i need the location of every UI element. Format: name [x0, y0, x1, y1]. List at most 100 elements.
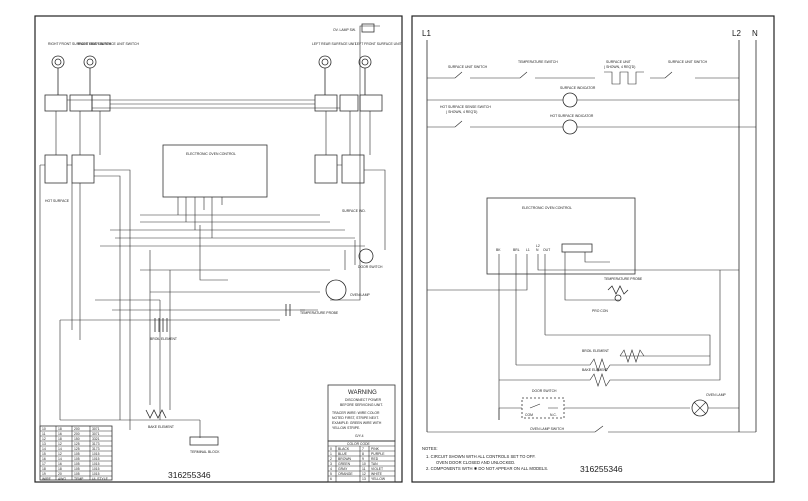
note-1: 1. CIRCUIT SHOWN WITH ALL CONTROLS SET T…: [426, 454, 536, 459]
wire-table-cell: 12: [58, 452, 62, 456]
su-rear2-label: ( SHOWN, 4 REQ'D): [604, 65, 635, 69]
note-2: 2. COMPONENTS WITH ✱ DO NOT APPEAR ON AL…: [426, 466, 548, 471]
wire-table-cell: 105: [74, 457, 80, 461]
eoc-wiring: [427, 252, 739, 420]
color-code-cell: WHITE: [371, 472, 383, 476]
left-probe-symbol: [285, 304, 291, 316]
wire-table-cell: 16: [42, 457, 46, 461]
su-rear-label: SURFACE UNIT: [606, 60, 631, 64]
label-rr-switch: RIGHT REAR SURFACE UNIT SWITCH: [78, 42, 139, 46]
wire-table-cell: 12: [42, 437, 46, 441]
broil-label: BROIL ELEMENT: [582, 349, 609, 353]
notes-title: NOTES:: [422, 446, 438, 451]
label-rf-switch: RIGHT FRONT SURFACE UNIT SWITCH: [48, 42, 112, 46]
left-eoc-label: ELECTRONIC OVEN CONTROL: [186, 152, 236, 156]
left-temp-probe-label: TEMPERATURE PROBE: [300, 311, 339, 315]
wire-table-cell: 18: [58, 467, 62, 471]
color-code-cell: 9: [362, 457, 364, 461]
wire-table-cell: 18: [42, 467, 46, 471]
left-oven-lamp-symbol: [358, 248, 374, 264]
color-code-cell: 6: [330, 477, 332, 481]
label-hot-surface: HOT SURFACE: [45, 199, 70, 203]
wire-table-cell: 3173: [92, 442, 100, 446]
wire-table-cell: 11: [42, 432, 46, 436]
wire-table-cell: 10: [42, 427, 46, 431]
color-code-cell: GREEN: [338, 462, 351, 466]
warning-note3: EXAMPLE: GREEN WIRE WITH: [332, 421, 382, 425]
left-frame: [34, 15, 403, 483]
left-broil-label: BROIL ELEMENT: [150, 337, 177, 341]
surface-unit-coils: [51, 55, 372, 69]
wire-table-cell: 14: [58, 457, 62, 461]
door-switch-label: DOOR SWITCH: [532, 389, 557, 393]
sus2-label: SURFACE UNIT SWITCH: [668, 60, 708, 64]
hot-sense2-label: ( SHOWN, 4 REQ'D): [446, 110, 477, 114]
wire-table-cell: 17: [42, 462, 46, 466]
color-code-cell: 2: [330, 457, 332, 461]
warning-title: WARNING: [348, 390, 377, 396]
broil-bake-circuit: BROIL ELEMENT BAKE ELEMENT: [499, 270, 721, 387]
term-bk: BK: [496, 248, 501, 252]
surface-indicator-circuit: SURFACE INDICATOR: [427, 86, 739, 108]
wire-table-cell: 15: [42, 452, 46, 456]
color-code-cell: GRAY: [338, 467, 348, 471]
wire-table-cell: 16: [58, 462, 62, 466]
rail-l2-label: L2: [732, 29, 741, 38]
color-code-cell: BLACK: [338, 447, 350, 451]
left-lamp-switch-symbol: [361, 23, 375, 33]
color-code-cell: YELLOW: [371, 477, 386, 481]
note-1b: OVEN DOOR CLOSED AND UNLOCKED.: [436, 460, 515, 465]
wire-table-cell: 12: [58, 442, 62, 446]
com-label: COM: [525, 413, 533, 417]
wire-table-cell: 18: [58, 427, 62, 431]
wire-table-cell: 1015: [92, 462, 100, 466]
eoc-terminals: BK BRL L1 L2 N OUT: [496, 243, 593, 253]
left-bake-symbol: [145, 409, 167, 419]
oven-lamp-label: OVEN LAMP: [706, 393, 727, 397]
right-frame: [411, 15, 775, 483]
left-panel: RIGHT FRONT SURFACE UNIT SWITCH RIGHT RE…: [34, 15, 403, 483]
color-code-cell: 1: [330, 452, 332, 456]
wire-table-cell: 200: [74, 432, 80, 436]
wire-table-cell: 18: [58, 437, 62, 441]
warning-example: G/Y-4: [355, 434, 364, 438]
left-terminal-label: TERMINAL BLOCK: [190, 450, 220, 454]
hot-sense-label: HOT SURFACE SENSE SWITCH: [440, 105, 491, 109]
left-oven-lamp-label: OV. LAMP SW.: [333, 28, 356, 32]
wire-table-cell: 105: [74, 467, 80, 471]
oven-lamp-switch-symbol: OVEN LAMP SWITCH: [427, 425, 756, 433]
left-eoc-box: [162, 144, 268, 198]
wire-table-cell: 19: [42, 472, 46, 476]
color-code-cell: TAN: [371, 462, 378, 466]
wire-table-header: UL STYLE: [92, 477, 109, 481]
wire-table-cell: 105: [74, 472, 80, 476]
term-l1: L1: [526, 248, 530, 252]
left-part-number: 316255346: [168, 470, 211, 480]
sus1-label: SURFACE UNIT SWITCH: [448, 65, 488, 69]
wire-table-cell: 13: [42, 442, 46, 446]
wire-table-cell: 3071: [92, 427, 100, 431]
left-oven-lamp2-label: OVEN LAMP: [350, 293, 371, 297]
temp-switch-label: TEMPERATURE SWITCH: [518, 60, 558, 64]
wire-table-cell: 200: [74, 427, 80, 431]
wire-table-cell: 150: [74, 437, 80, 441]
wire-table-cell: 1015: [92, 472, 100, 476]
temp-probe-symbol: TEMPERATURE PROBE PRO CON: [592, 277, 643, 313]
color-code-cell: 13: [362, 477, 366, 481]
right-rails: [426, 40, 757, 432]
wire-table-cell: 3071: [92, 432, 100, 436]
color-code-cell: BLUE: [338, 452, 348, 456]
oven-lamp-symbol: OVEN LAMP: [691, 393, 739, 417]
term-brl: BRL: [513, 248, 520, 252]
color-code-cell: 3: [330, 462, 332, 466]
door-switch-symbol: DOOR SWITCH COM N.C.: [498, 389, 690, 420]
left-bake-label: BAKE ELEMENT: [148, 425, 174, 429]
wire-table-cell: 105: [74, 452, 80, 456]
nc-label: N.C.: [550, 413, 557, 417]
wire-table-cell: 3173: [92, 447, 100, 451]
wire-table-cell: 1015: [92, 457, 100, 461]
wire-table-cell: 1015: [92, 452, 100, 456]
term-n: N: [536, 248, 539, 252]
warning-note2: NOTED FIRST, STRIPE NEXT.: [332, 416, 379, 420]
wire-table-cell: 125: [74, 442, 80, 446]
